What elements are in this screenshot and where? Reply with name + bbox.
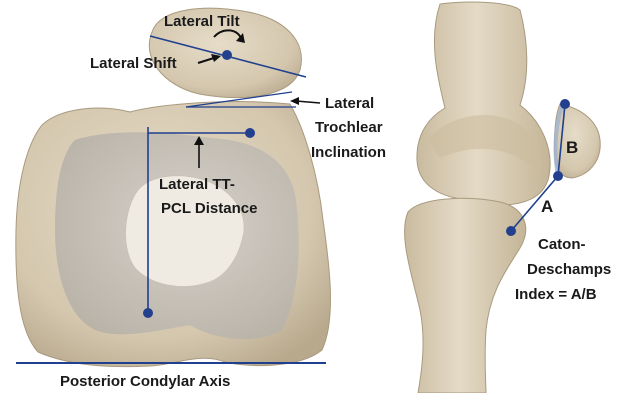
label-caton-1: Caton-: [538, 236, 586, 253]
label-trochlear-1: Lateral: [325, 95, 374, 112]
trochlear-arrowhead-icon: [290, 97, 299, 105]
b-top-marker: [560, 99, 570, 109]
tt-marker: [245, 128, 255, 138]
axial-knee-view: Lateral Tilt Lateral Shift Lateral Troch…: [16, 8, 386, 390]
patella-center-marker: [222, 50, 232, 60]
label-caton-3: Index = A/B: [515, 286, 597, 303]
trochlear-arrow-line: [296, 101, 320, 103]
label-b: B: [566, 138, 578, 157]
pcl-marker: [143, 308, 153, 318]
label-tt-pcl-1: Lateral TT-: [159, 176, 235, 193]
label-trochlear-3: Inclination: [311, 144, 386, 161]
label-a: A: [541, 197, 553, 216]
femur-sagittal: [417, 2, 550, 205]
label-lateral-tilt: Lateral Tilt: [164, 13, 240, 30]
a-tibia-marker: [506, 226, 516, 236]
label-posterior-axis: Posterior Condylar Axis: [60, 373, 230, 390]
label-caton-2: Deschamps: [527, 261, 611, 278]
label-trochlear-2: Trochlear: [315, 119, 383, 136]
label-tt-pcl-2: PCL Distance: [161, 200, 257, 217]
label-lateral-shift: Lateral Shift: [90, 55, 177, 72]
sagittal-knee-view: B A Caton- Deschamps Index = A/B: [405, 2, 612, 393]
